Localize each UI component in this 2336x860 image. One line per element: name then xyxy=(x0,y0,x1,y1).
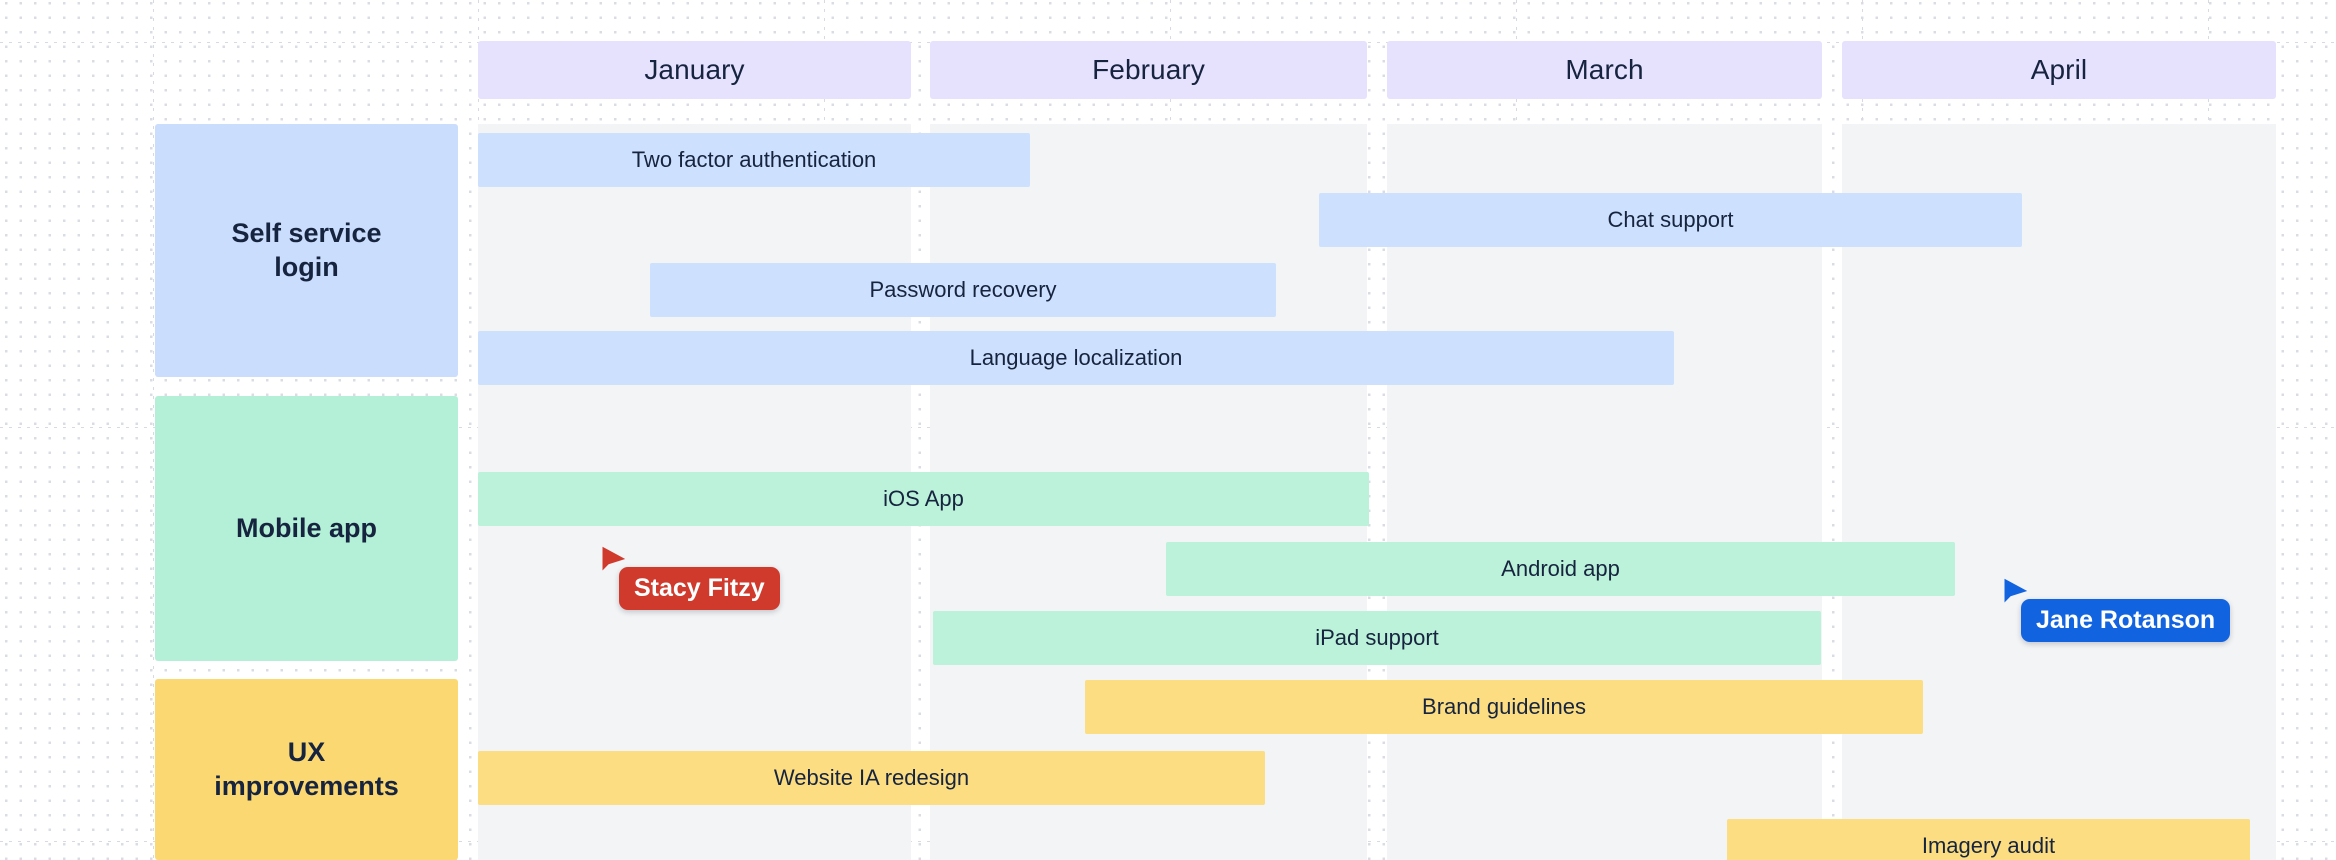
task-bar-language-localization[interactable]: Language localization xyxy=(478,331,1674,385)
swimlane-label-mobile-app[interactable]: Mobile app xyxy=(155,396,458,661)
task-bar-two-factor-authentication[interactable]: Two factor authentication xyxy=(478,133,1030,187)
grid-rule-vertical xyxy=(153,0,154,860)
task-bar-chat-support[interactable]: Chat support xyxy=(1319,193,2022,247)
task-bar-imagery-audit[interactable]: Imagery audit xyxy=(1727,819,2250,860)
task-bar-android-app[interactable]: Android app xyxy=(1166,542,1955,596)
month-header-february[interactable]: February xyxy=(930,41,1367,99)
month-header-march[interactable]: March xyxy=(1387,41,1822,99)
task-bar-website-ia-redesign[interactable]: Website IA redesign xyxy=(478,751,1265,805)
task-bar-password-recovery[interactable]: Password recovery xyxy=(650,263,1276,317)
task-bar-ios-app[interactable]: iOS App xyxy=(478,472,1369,526)
swimlane-label-self-service-login[interactable]: Self service login xyxy=(155,124,458,377)
month-header-april[interactable]: April xyxy=(1842,41,2276,99)
month-header-january[interactable]: January xyxy=(478,41,911,99)
swimlane-label-ux-improvements[interactable]: UX improvements xyxy=(155,679,458,860)
swimlane-label-text: Mobile app xyxy=(236,512,377,543)
swimlane-label-text: Self service login xyxy=(231,217,382,282)
task-bar-brand-guidelines[interactable]: Brand guidelines xyxy=(1085,680,1923,734)
swimlane-label-text: UX improvements xyxy=(214,736,399,801)
task-bar-ipad-support[interactable]: iPad support xyxy=(933,611,1821,665)
